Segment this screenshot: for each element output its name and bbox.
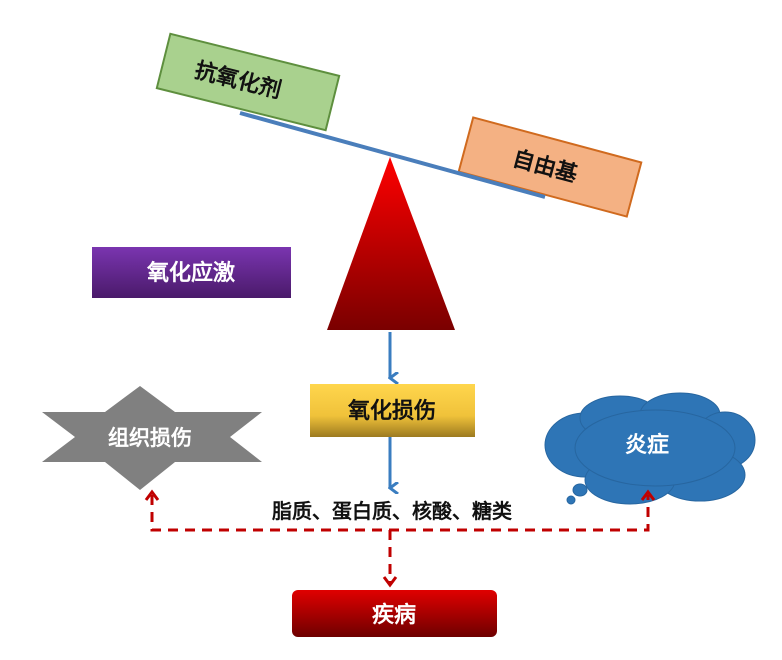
fulcrum-triangle: [327, 157, 455, 330]
dashed-connectors: [150, 495, 650, 583]
arrowhead-disease: [382, 576, 398, 588]
arrowhead-inflammation: [640, 489, 656, 501]
oxidative-stress-label: 氧化应激: [146, 260, 235, 286]
oxidative-damage-box: 氧化损伤: [310, 384, 475, 437]
free-radical-box: 自由基: [457, 116, 643, 218]
arrowhead-tissue: [144, 489, 160, 501]
dashed-arrowheads: [144, 489, 656, 588]
inflammation-label: 炎症: [625, 432, 669, 458]
oxidative-damage-label: 氧化损伤: [347, 398, 436, 424]
antioxidant-box: 抗氧化剂: [155, 32, 341, 132]
molecules-label: 脂质、蛋白质、核酸、糖类: [272, 499, 512, 523]
disease-label: 疾病: [372, 602, 416, 628]
disease-box: 疾病: [292, 590, 497, 637]
tissue-damage-star: 组织损伤: [42, 386, 262, 490]
balance-beam: [239, 111, 546, 199]
oxidative-stress-box: 氧化应激: [92, 247, 291, 298]
inflammation-cloud: 炎症: [544, 392, 756, 505]
tissue-damage-label: 组织损伤: [108, 426, 192, 450]
